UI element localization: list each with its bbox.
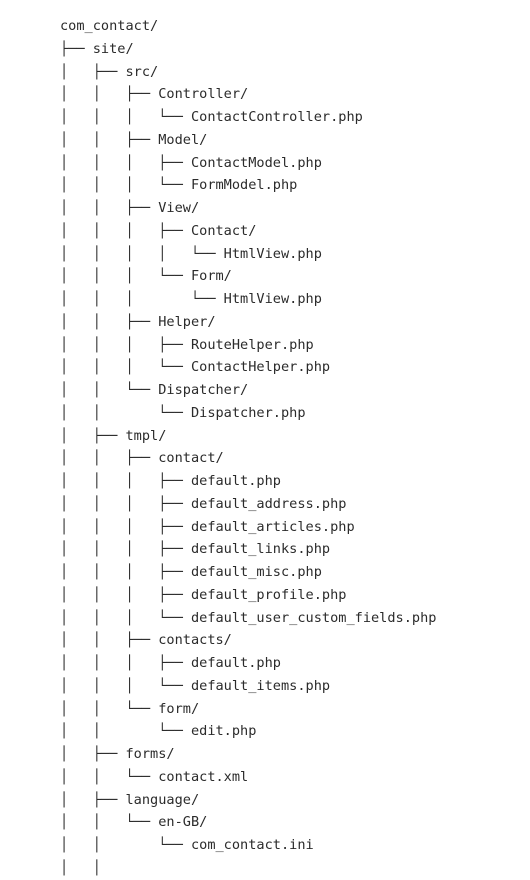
tree-line-root: com_contact/: [60, 18, 159, 34]
tree-line-routehelper: │ │ │ ├── RouteHelper.php: [60, 336, 314, 353]
tree-line-continuation: │ │: [60, 859, 101, 876]
tree-line-dispatcher-file: │ │ └── Dispatcher.php: [60, 404, 306, 421]
tree-line-forms: │ ├── forms/: [60, 746, 175, 762]
tree-line-contactmodel: │ │ │ ├── ContactModel.php: [60, 154, 322, 171]
tree-line-tmpl-form: │ │ └── form/: [60, 700, 200, 717]
tree-line-language: │ ├── language/: [60, 791, 200, 808]
directory-tree: com_contact/ ├── site/ │ ├── src/ │ │ ├── C…: [60, 15, 436, 880]
tree-line-view-contact: │ │ │ ├── Contact/: [60, 222, 257, 239]
tree-line-tmpl-contact: │ │ ├── contact/: [60, 450, 224, 467]
tree-line-formmodel: │ │ │ └── FormModel.php: [60, 177, 298, 194]
tree-line-contact-default: │ │ │ ├── default.php: [60, 473, 281, 489]
tree-line-form-htmlview: │ │ │ └── HtmlView.php: [60, 291, 322, 307]
tree-line-en-gb: │ │ └── en-GB/: [60, 814, 208, 831]
tree-line-default-profile: │ │ │ ├── default_profile.php: [60, 586, 347, 603]
tree-line-edit: │ │ └── edit.php: [60, 723, 257, 740]
tree-line-site: ├── site/: [60, 40, 134, 57]
tree-line-default-items: │ │ │ └── default_items.php: [60, 677, 331, 694]
tree-line-contacts-default: │ │ │ ├── default.php: [60, 655, 281, 671]
tree-line-default-address: │ │ │ ├── default_address.php: [60, 495, 347, 512]
tree-line-helper: │ │ ├── Helper/: [60, 313, 216, 330]
tree-line-default-articles: │ │ │ ├── default_articles.php: [60, 518, 355, 535]
tree-line-contacthelper: │ │ │ └── ContactHelper.php: [60, 359, 331, 376]
tree-line-view: │ │ ├── View/: [60, 200, 200, 216]
tree-line-view-form: │ │ │ └── Form/: [60, 268, 232, 285]
tree-line-contactcontroller: │ │ │ └── ContactController.php: [60, 109, 363, 125]
tree-line-default-misc: │ │ │ ├── default_misc.php: [60, 564, 322, 580]
tree-line-tmpl-contacts: │ │ ├── contacts/: [60, 632, 232, 649]
tree-line-default-links: │ │ │ ├── default_links.php: [60, 541, 331, 558]
tree-line-contact-htmlview: │ │ │ │ └── HtmlView.php: [60, 245, 322, 262]
tree-line-model: │ │ ├── Model/: [60, 131, 208, 148]
tree-line-src: │ ├── src/: [60, 63, 159, 80]
tree-line-dispatcher-dir: │ │ └── Dispatcher/: [60, 382, 249, 398]
tree-line-default-user-custom-fields: │ │ │ └── default_user_custom_fields.php: [60, 609, 437, 626]
tree-line-tmpl: │ ├── tmpl/: [60, 427, 167, 444]
tree-line-contact-xml: │ │ └── contact.xml: [60, 768, 249, 785]
tree-line-com-contact-ini: │ │ └── com_contact.ini: [60, 837, 314, 853]
tree-line-controller: │ │ ├── Controller/: [60, 86, 249, 103]
